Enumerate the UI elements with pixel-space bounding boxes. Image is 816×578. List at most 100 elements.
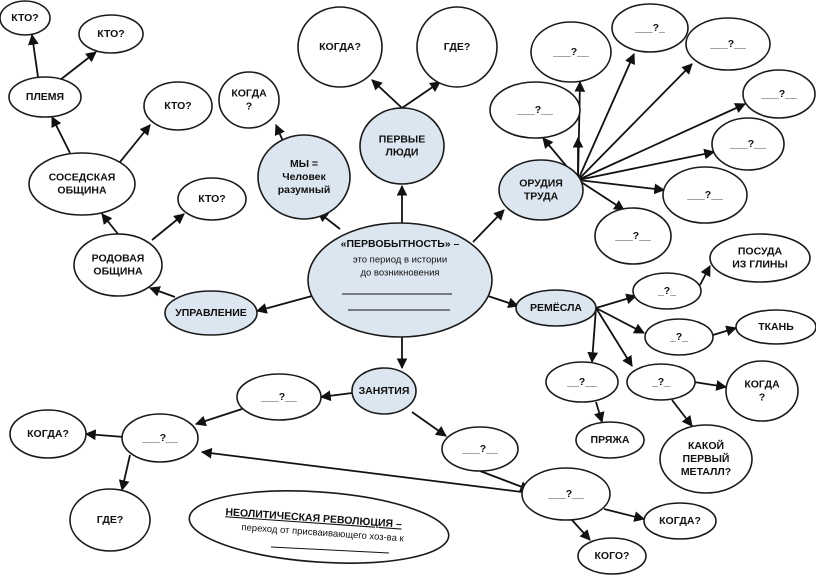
node-label: ___?__ bbox=[461, 443, 498, 455]
node-neolithic-revolution-shape bbox=[188, 490, 450, 564]
node-label: ИЗ ГЛИНЫ bbox=[732, 258, 788, 270]
answer-blank-line bbox=[270, 546, 390, 554]
node-occ-blank-right: ___?__ bbox=[441, 426, 519, 472]
node-tool-blank-shape bbox=[489, 81, 581, 139]
node-label: ТРУДА bbox=[524, 190, 559, 202]
node-label: Человек bbox=[282, 171, 326, 183]
node-when-top: КОГДА? bbox=[297, 6, 383, 88]
connector-arrow bbox=[699, 265, 711, 286]
node-when-homo-shape bbox=[218, 71, 280, 129]
node-tool-blank: ___?__ bbox=[685, 17, 771, 71]
node-label: КТО? bbox=[11, 12, 38, 24]
node-label: ПЕРВЫЕ bbox=[379, 133, 425, 145]
connector-arrow bbox=[595, 307, 633, 367]
connector-arrow bbox=[693, 380, 728, 391]
node-tool-blank-shape bbox=[530, 21, 612, 83]
node-label: __?__ bbox=[566, 376, 597, 388]
node-occ-blank-right-shape bbox=[441, 426, 519, 472]
node-label: ___?__ bbox=[516, 104, 553, 116]
node-who-clan-shape bbox=[177, 177, 247, 221]
node-label: ___?__ bbox=[729, 138, 766, 150]
node-tribe: ПЛЕМЯ bbox=[8, 76, 82, 118]
node-label: ___?__ bbox=[547, 488, 584, 500]
node-label: КОГДА bbox=[744, 378, 780, 390]
node-first-people-shape bbox=[359, 107, 445, 185]
node-who-bottom: КОГО? bbox=[577, 537, 647, 575]
node-label: КОГО? bbox=[595, 550, 630, 562]
node-craft-blank-2-shape bbox=[644, 318, 714, 356]
node-label: ОРУДИЯ bbox=[519, 177, 563, 189]
node-where-top-shape bbox=[416, 6, 498, 88]
node-label: УПРАВЛЕНИЕ bbox=[175, 307, 247, 319]
connector-arrow bbox=[487, 295, 520, 309]
connector-arrow bbox=[101, 213, 119, 235]
node-label: ПРЯЖА bbox=[591, 434, 630, 446]
node-clan-shape bbox=[73, 233, 163, 297]
node-who-tribe-1-shape bbox=[0, 0, 51, 36]
node-label: СОСЕДСКАЯ bbox=[49, 171, 116, 183]
node-where-left: ГДЕ? bbox=[69, 488, 151, 552]
node-craft-blank-2: _?_ bbox=[644, 318, 714, 356]
node-label: разумный bbox=[278, 184, 331, 196]
node-label: КОГДА? bbox=[319, 41, 361, 53]
node-when-top-shape bbox=[297, 6, 383, 88]
connector-arrows bbox=[28, 33, 746, 541]
connector-arrow bbox=[479, 470, 532, 492]
connector-arrow bbox=[200, 447, 523, 493]
connector-arrow bbox=[574, 80, 586, 181]
node-fabric-shape bbox=[735, 309, 816, 345]
node-tool-blank: ___?__ bbox=[742, 69, 816, 119]
node-label: КТО? bbox=[97, 28, 124, 40]
node-tool-blank-shape bbox=[685, 17, 771, 71]
connector-arrow bbox=[472, 209, 505, 243]
connector-arrow bbox=[255, 295, 313, 314]
node-where-top: ГДЕ? bbox=[416, 6, 498, 88]
node-governance-shape bbox=[164, 290, 258, 336]
node-label: ___?__ bbox=[614, 230, 651, 242]
node-label: ОБЩИНА bbox=[57, 184, 107, 196]
node-label: КТО? bbox=[198, 193, 225, 205]
node-occ-blank-far-left-shape bbox=[121, 413, 199, 463]
node-label: ЗАНЯТИЯ bbox=[359, 385, 410, 397]
node-label: ? bbox=[759, 391, 765, 403]
node-fabric: ТКАНЬ bbox=[735, 309, 816, 345]
node-when-left-shape bbox=[9, 409, 87, 459]
node-tool-blank: ___?__ bbox=[489, 81, 581, 139]
node-label: ПЕРВЫЙ bbox=[683, 452, 730, 465]
node-tools-shape bbox=[498, 159, 584, 221]
node-center-primitive-era-shape bbox=[307, 222, 493, 338]
node-occupations: ЗАНЯТИЯ bbox=[351, 367, 417, 415]
node-occ-blank-left: ___?__ bbox=[236, 373, 322, 421]
node-center-primitive-era: «ПЕРВОБЫТНОСТЬ» –это период в историидо … bbox=[307, 222, 493, 338]
node-label: ЛЮДИ bbox=[386, 146, 419, 158]
connector-arrow bbox=[577, 179, 666, 195]
node-who-bottom-shape bbox=[577, 537, 647, 575]
node-label: ТКАНЬ bbox=[758, 321, 794, 333]
connector-arrow bbox=[151, 213, 185, 241]
node-label: ГДЕ? bbox=[97, 514, 124, 526]
connector-arrow bbox=[577, 53, 635, 181]
connector-arrow bbox=[118, 454, 131, 492]
connector-arrow bbox=[577, 179, 625, 211]
center-line: это период в истории bbox=[353, 255, 447, 266]
center-title: «ПЕРВОБЫТНОСТЬ» – bbox=[341, 238, 460, 250]
node-label: ГДЕ? bbox=[444, 41, 471, 53]
node-occ-blank-left-shape bbox=[236, 373, 322, 421]
node-when-bottom: КОГДА? bbox=[643, 502, 717, 540]
connector-arrow bbox=[577, 148, 716, 181]
node-label: КАКОЙ bbox=[688, 439, 724, 452]
connector-arrow bbox=[119, 124, 151, 163]
connector-arrow bbox=[84, 429, 125, 441]
node-craft-blank-1: _?_ bbox=[632, 272, 702, 310]
node-label: КТО? bbox=[164, 100, 191, 112]
node-when-bottom-shape bbox=[643, 502, 717, 540]
node-when-craft: КОГДА? bbox=[725, 360, 799, 422]
connector-arrow bbox=[194, 408, 243, 427]
node-label: ___?__ bbox=[260, 391, 297, 403]
node-label: ___?__ bbox=[760, 88, 797, 100]
node-label: ___?__ bbox=[552, 46, 589, 58]
